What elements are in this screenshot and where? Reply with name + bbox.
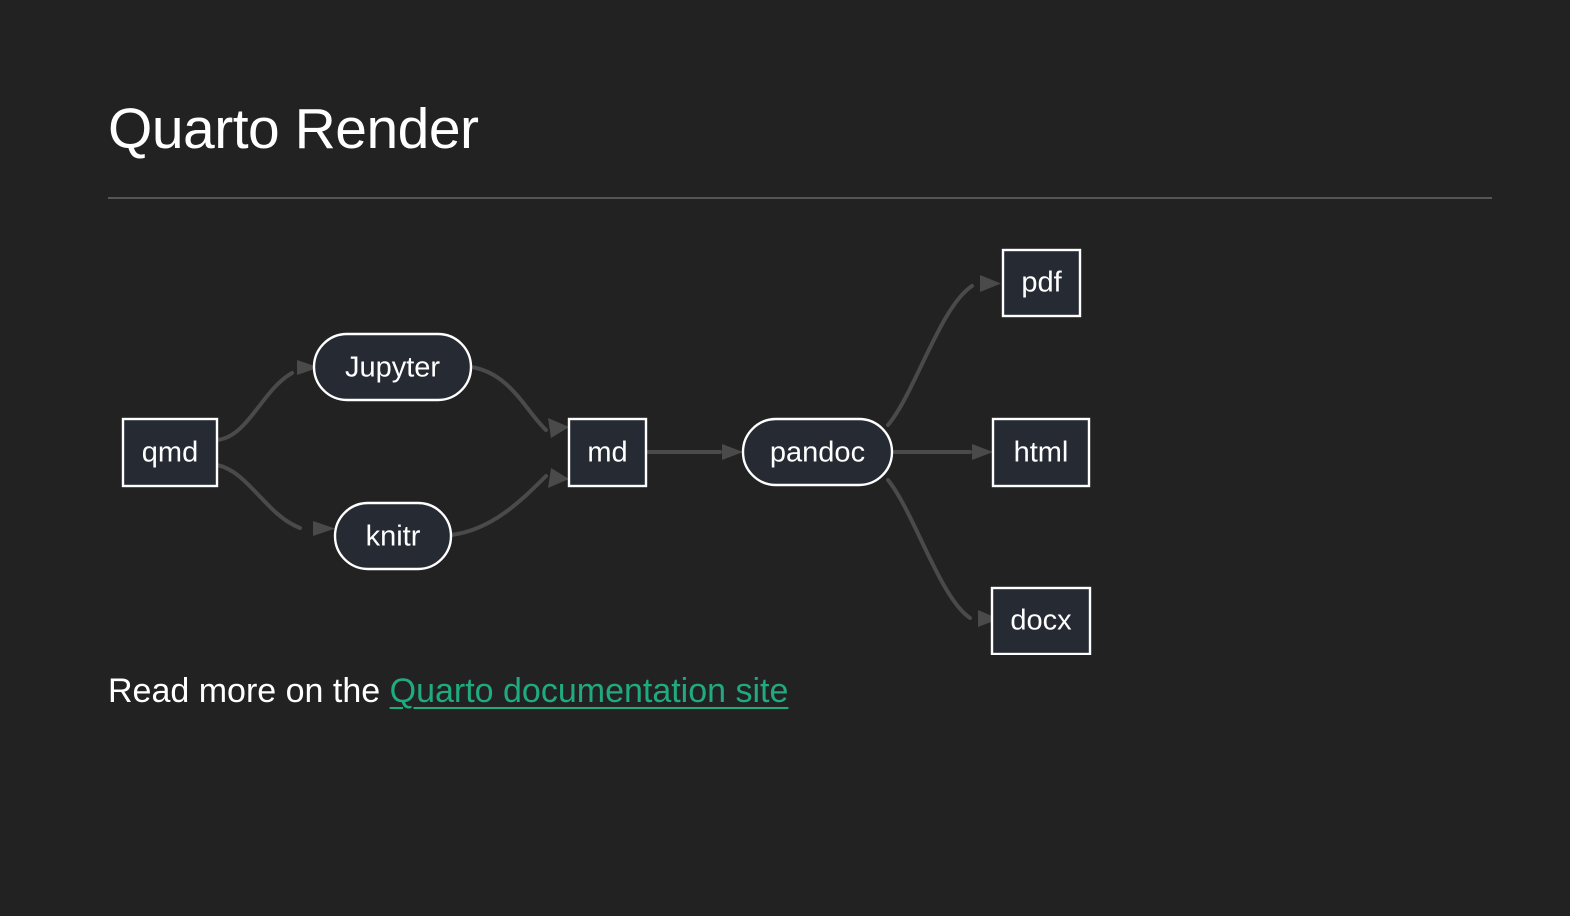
quarto-documentation-link[interactable]: Quarto documentation site — [389, 672, 789, 710]
title-divider — [108, 197, 1492, 199]
title-block: Quarto Render — [108, 98, 1492, 161]
flowchart-canvas: qmd Jupyter knitr md pandoc pdf — [121, 248, 1092, 655]
footer-text: Read more on the Quarto documentation si… — [108, 672, 788, 711]
node-md-label: md — [587, 437, 627, 469]
edge-pandoc-to-pdf — [886, 275, 1001, 427]
edge-knitr-to-md — [449, 468, 569, 537]
node-qmd[interactable]: qmd — [121, 417, 219, 488]
edge-pandoc-to-docx — [886, 478, 999, 627]
node-knitr[interactable]: knitr — [333, 501, 453, 571]
node-jupyter[interactable]: Jupyter — [312, 332, 473, 402]
edge-qmd-to-jupyter — [215, 360, 319, 442]
edge-pandoc-to-html — [890, 444, 993, 460]
node-jupyter-label: Jupyter — [345, 352, 440, 384]
footer-lead-text: Read more on the — [108, 672, 390, 710]
node-pandoc[interactable]: pandoc — [741, 417, 894, 487]
node-md[interactable]: md — [567, 417, 648, 488]
node-knitr-label: knitr — [366, 521, 421, 553]
quarto-render-flowchart: qmd Jupyter knitr md pandoc pdf — [0, 215, 1570, 655]
node-docx-label: docx — [1010, 605, 1072, 637]
edge-md-to-pandoc — [644, 444, 743, 460]
node-html[interactable]: html — [991, 417, 1091, 488]
node-pdf-label: pdf — [1021, 267, 1062, 299]
node-docx[interactable]: docx — [990, 586, 1092, 655]
edge-jupyter-to-md — [469, 365, 569, 438]
node-pandoc-label: pandoc — [770, 437, 865, 469]
node-html-label: html — [1014, 437, 1069, 469]
edge-qmd-to-knitr — [215, 463, 335, 536]
page-title: Quarto Render — [108, 97, 479, 161]
node-qmd-label: qmd — [142, 437, 198, 469]
node-pdf[interactable]: pdf — [1001, 248, 1082, 318]
